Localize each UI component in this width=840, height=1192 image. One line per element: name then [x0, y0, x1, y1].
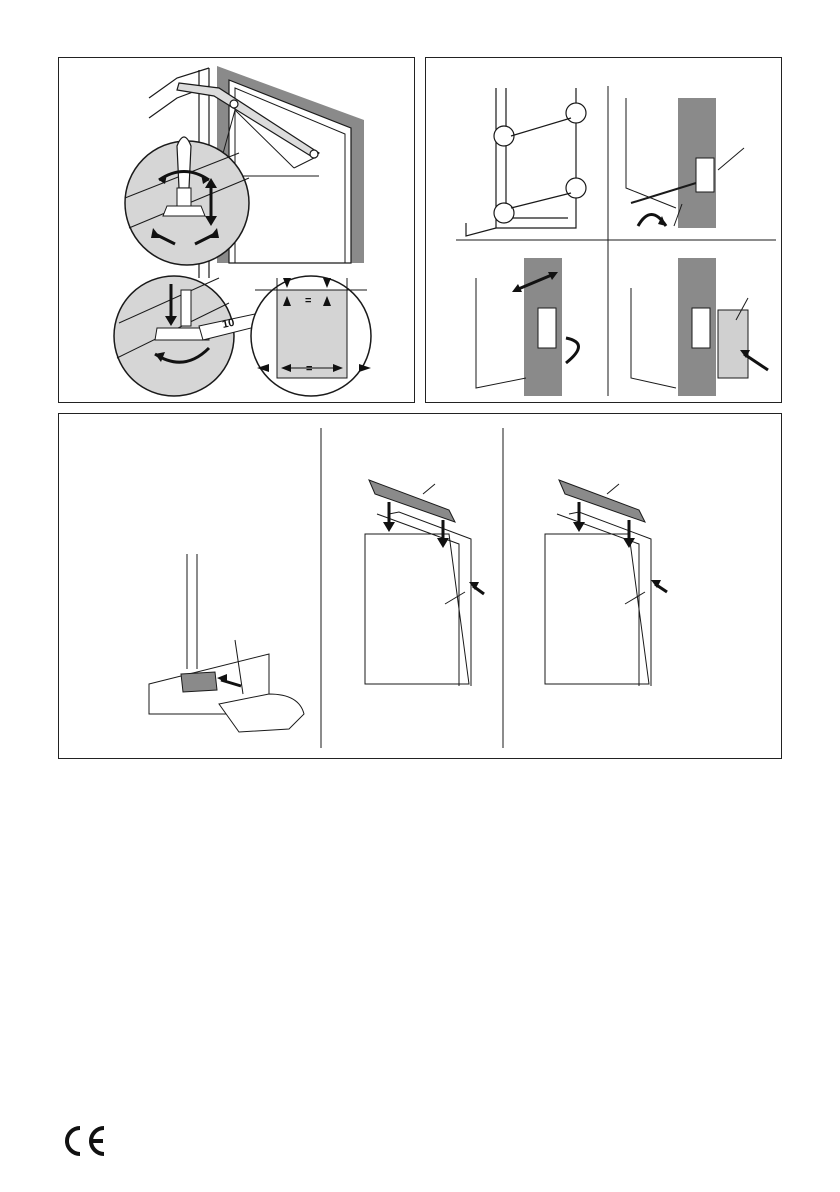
plinth-cover-fitting [149, 554, 304, 732]
down-arrow-icon [383, 522, 449, 548]
figure-trim-cover-fitting [58, 413, 782, 759]
rotate-arrow-icon [566, 338, 579, 363]
hinge-plate-icon [538, 308, 556, 348]
equal-gap-top-label: = [305, 295, 311, 307]
screw-thread-icon [177, 188, 191, 206]
ce-mark-logo [58, 1124, 108, 1158]
top-trim-fitting-a [365, 480, 484, 686]
top-trim-fitting-b [545, 480, 667, 686]
hinge-screw-turn [626, 98, 744, 228]
magnifier-equal-gaps: = = [251, 276, 371, 396]
hinge-adjustment-illustration: 10 = = [59, 58, 414, 402]
hinge-cover-icon [718, 310, 748, 378]
equal-gap-bottom-label: = [306, 363, 312, 375]
door-with-hinges-overview [466, 88, 586, 236]
magnifier-screw-adjust [125, 137, 249, 265]
top-trim-icon [559, 480, 645, 522]
hinge-cover-attach [631, 258, 768, 396]
hinge-plate-icon [696, 158, 714, 192]
figure-door-hinge-adjustment: 10 = = [58, 57, 415, 403]
wrench-size-label: 10 [221, 317, 235, 331]
down-arrow-icon [573, 522, 635, 548]
hinge-plate-icon [692, 308, 710, 348]
magnifier-wrench-tighten: 10 [114, 276, 259, 396]
figure-hinge-cover-removal [425, 57, 782, 403]
screwdriver-icon [177, 137, 191, 188]
trim-cover-illustration [59, 414, 781, 758]
hex-nut-icon [163, 206, 205, 216]
cover-clip-icon [181, 672, 217, 692]
hinge-cover-illustration [426, 58, 781, 402]
hinge-slide-adjust [476, 258, 579, 396]
